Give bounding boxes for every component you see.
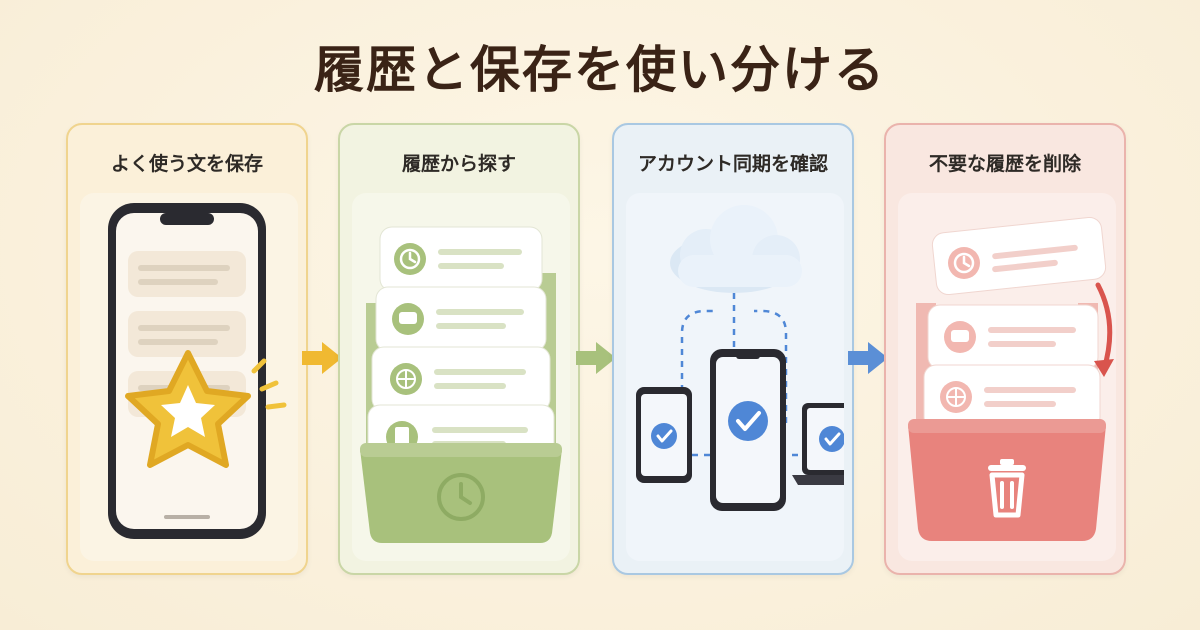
trash-illustration	[908, 216, 1114, 541]
trash-icon	[988, 459, 1026, 518]
panel-search-history: 履歴から探す	[338, 123, 580, 575]
panel-sync-card	[626, 193, 872, 561]
history-card-chat	[375, 286, 547, 352]
panel-save-card	[80, 193, 298, 561]
panel-delete-card	[898, 193, 1116, 561]
delete-card-clock	[931, 216, 1107, 296]
tablet-icon	[636, 387, 692, 483]
arrow-right-icon	[848, 342, 888, 374]
panel-label-history: 履歴から探す	[401, 153, 516, 175]
panel-history-card	[352, 193, 570, 561]
history-card-clock	[379, 226, 543, 292]
panel-account-sync: アカウント同期を確認	[612, 123, 872, 575]
arrow-right-icon	[302, 342, 342, 374]
panel-label-save: よく使う文を保存	[110, 153, 263, 175]
history-card-globe	[371, 346, 551, 412]
panel-label-delete: 不要な履歴を削除	[928, 153, 1081, 175]
arrow-right-icon	[576, 342, 616, 374]
laptop-icon	[792, 403, 872, 485]
cloud-sync-illustration	[636, 205, 872, 511]
delete-card-chat	[927, 304, 1099, 370]
phone-icon	[710, 349, 786, 511]
panel-save-phrases: よく使う文を保存	[66, 123, 308, 575]
cloud-icon	[670, 205, 802, 293]
panel-delete-history: 不要な履歴を削除	[884, 123, 1126, 575]
panel-label-sync: アカウント同期を確認	[637, 153, 828, 175]
history-box-illustration	[360, 226, 562, 543]
phone-star-illustration	[108, 203, 287, 539]
page-title: 履歴と保存を使い分ける	[314, 41, 886, 99]
star-icon	[125, 350, 251, 468]
